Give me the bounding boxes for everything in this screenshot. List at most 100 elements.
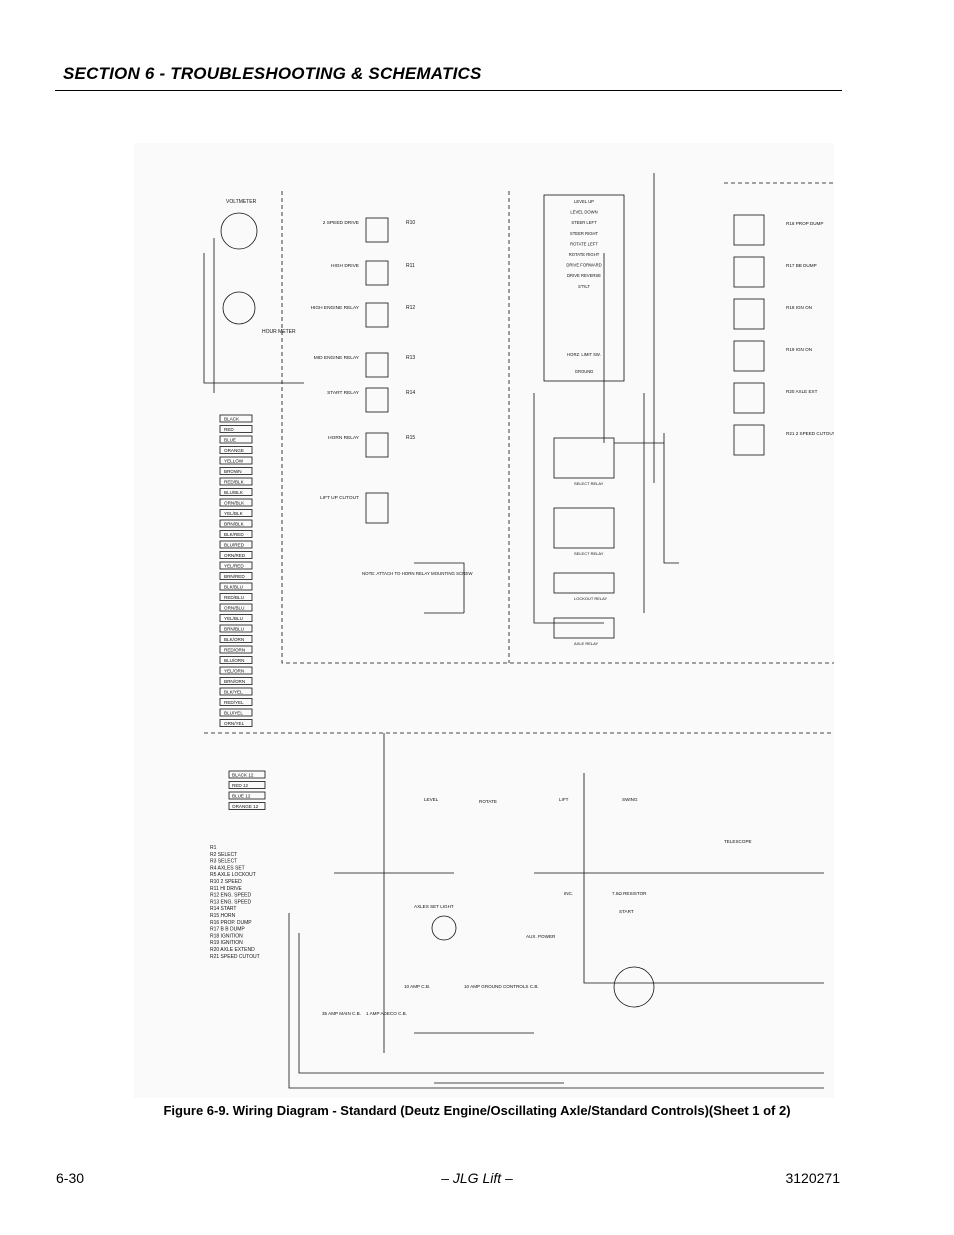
bottom-component-label: TELESCOPE [724,839,752,844]
right-relay-box [733,424,765,456]
wire-color-tag [219,719,253,727]
wire-color-label: RED/BLK [224,480,245,485]
legend-entry: R5 AXLE LOCKOUT [210,872,256,878]
right-relay-box [733,340,765,372]
terminal-block [543,194,625,382]
relay-id-label: R15 [406,435,415,441]
wire-color-label: RED [224,427,234,432]
wire-color-tag [219,614,253,622]
bottom-component-label: AUX. POWER [526,934,556,939]
wire-color-tag [219,656,253,664]
wire-color-label: RED/YEL [224,700,244,705]
right-relay-label: R18 IGN ON [786,305,812,310]
wire-color-tag [219,519,253,528]
wire-color-label: YEL/ORN [224,669,244,674]
relay-group-label: LIFT UP CUTOUT [320,495,359,501]
relay-id-label: R13 [406,355,415,361]
relay-box [365,492,389,524]
wire-color-tag [219,498,253,507]
legend-entry: R15 HORN [210,913,236,919]
wire-color-tag [219,446,253,454]
footer-brand: – JLG Lift – [441,1170,513,1186]
wire-color-label: BLACK [224,417,240,422]
relay-module-label: SELECT RELAY [574,481,604,486]
wire-color-label: ORN/BLK [224,501,245,506]
terminal-block-label: STEER LEFT [571,220,597,225]
wire-color-tag [219,593,253,601]
right-relay-box [733,256,765,288]
relay-box [365,302,389,328]
wire-color-tag [219,477,253,486]
terminal-block-label: DRIVE REVERSE [567,273,601,278]
wire-color-tag [219,561,253,570]
voltmeter-label: VOLTMETER [226,199,257,205]
section-title: SECTION 6 - TROUBLESHOOTING & SCHEMATICS [63,64,482,83]
wire-color-label: ORN/BLU [224,606,244,611]
legend-entry: R2 SELECT [210,852,237,858]
legend-entry: R21 SPEED CUTOUT [210,954,260,960]
terminal-block-label: GROUND [575,369,594,374]
doc-number: 3120271 [785,1170,840,1186]
legend-entry: R16 PROP. DUMP [210,920,252,926]
wire-color-tag [219,687,253,696]
relay-module-label: LOCKOUT RELAY [574,596,608,601]
relay-module-box [553,437,615,479]
right-relay-box [733,298,765,330]
wire-color-label: BLUE [224,438,236,443]
relay-module-box [553,617,615,639]
terminal-block-label: DRIVE FORWARD [566,263,601,268]
relay-box [365,217,389,243]
right-relay-label: R19 IGN ON [786,347,812,352]
bottom-component-label: LIFT [559,797,569,802]
right-relay-label: R21 2 SPEED CUTOUT [786,431,834,436]
terminal-block-label: HORZ. LIMIT SW. [567,352,601,357]
bottom-component-label: 10 AMP C.B. [404,984,430,989]
horn-relay-note: NOTE: ATTACH TO HORN RELAY MOUNTING SCRE… [362,571,473,576]
right-relay-box [733,382,765,414]
page-number: 6-30 [56,1170,85,1186]
wire-color-label: BLU/YEL [224,711,243,716]
wire-color-label: BLK/BLU [224,585,243,590]
terminal-block-label: ROTATE LEFT [570,241,598,246]
bottom-component-label: START [619,909,634,914]
legend-entry: R20 AXLE EXTEND [210,947,255,953]
header-rule [55,90,842,91]
legend-entry: R10 2 SPEED [210,879,242,885]
bottom-component-label: 35 AMP MAIN C.B. [322,1011,361,1016]
relay-module-label: AXLE RELAY [574,641,598,646]
right-relay-label: R20 AXLE EXT [786,389,818,394]
wire-color-tag [219,677,253,685]
terminal-block-label: ROTATE RIGHT [569,252,600,257]
wire-color-label: ORANGE [224,448,244,453]
relay-group-label: MID ENGINE RELAY [314,355,360,361]
hour-meter-symbol [222,291,256,325]
right-relay-label: R17 BB DUMP [786,263,817,268]
relay-id-label: R11 [406,263,415,269]
wire-color-tag [219,530,253,538]
bottom-component-label: LEVEL [424,797,439,802]
wire-color-tag [219,645,253,654]
wire-color-label: BRN/BLU [224,627,244,632]
wire-color-tag [228,781,266,789]
wire-color-label: BLU/ORN [224,658,244,663]
wire-color-tag [219,572,253,580]
wire-color-tag [228,770,266,779]
wire-color-tag [219,488,253,496]
relay-module-label: SELECT RELAY [574,551,604,556]
bottom-component-label: 7.5Ω RESISTOR [612,891,647,896]
legend-entry: R13 ENG. SPEED [210,899,252,905]
wire-color-label: BLK/RED [224,532,244,537]
wire-color-tag [228,802,266,810]
relay-group-label: HIGH ENGINE RELAY [311,305,360,311]
wire-color-label: BRN/ORN [224,679,245,684]
wire-color-tag [219,666,253,675]
wire-color-tag [219,540,253,549]
legend-entry: R17 B B DUMP [210,927,245,933]
legend-entry: R19 IGNITION [210,940,243,946]
terminal-block-label: LEVEL UP [574,199,594,204]
wire-color-tag [219,624,253,633]
legend-entry: R14 START [210,906,237,912]
wire-color-tag [219,456,253,465]
terminal-block-label: STEER RIGHT [570,231,599,236]
